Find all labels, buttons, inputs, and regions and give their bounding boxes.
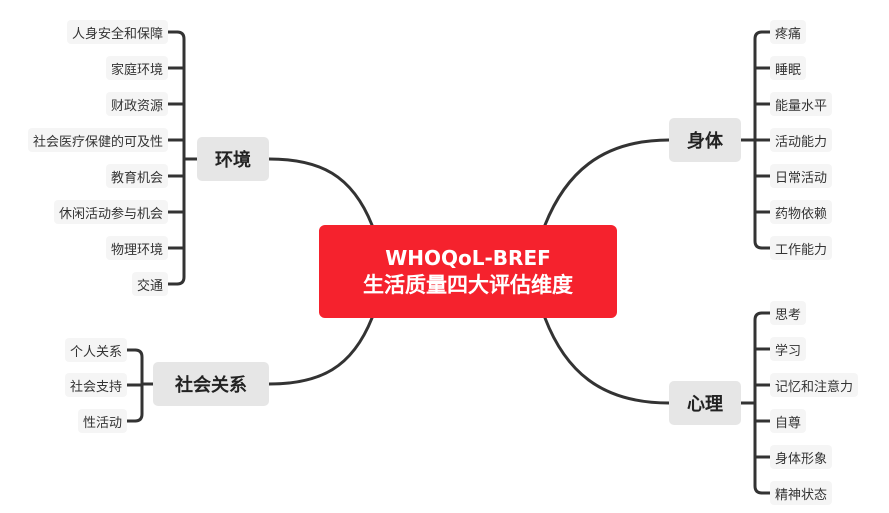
leaf-physical[interactable]: 药物依赖 (770, 200, 833, 224)
leaf-physical[interactable]: 能量水平 (770, 92, 833, 116)
leaf-social-relations[interactable]: 社会支持 (64, 373, 127, 397)
leaf-physical[interactable]: 睡眠 (770, 56, 807, 80)
connector-environment-bracket (175, 30, 186, 286)
central-topic-title: WHOQoL-BREF (385, 245, 551, 270)
leaf-environment[interactable]: 家庭环境 (105, 56, 168, 80)
leaf-environment[interactable]: 教育机会 (105, 164, 168, 188)
leaf-physical[interactable]: 活动能力 (770, 128, 833, 152)
leaf-environment[interactable]: 财政资源 (105, 92, 168, 116)
branch-environment[interactable]: 环境 (197, 137, 269, 181)
leaf-environment[interactable]: 休闲活动参与机会 (53, 200, 168, 224)
connector-center-environment (267, 157, 374, 227)
leaf-psychological[interactable]: 自尊 (770, 409, 807, 433)
connector-center-psychological (543, 316, 671, 405)
leaf-physical[interactable]: 疼痛 (770, 20, 807, 44)
central-topic[interactable]: WHOQoL-BREF 生活质量四大评估维度 (319, 225, 617, 318)
leaf-psychological[interactable]: 身体形象 (770, 445, 833, 469)
leaf-environment[interactable]: 人身安全和保障 (66, 20, 168, 44)
leaf-social-relations[interactable]: 个人关系 (64, 338, 127, 362)
leaf-psychological[interactable]: 精神状态 (770, 481, 833, 505)
leaf-environment[interactable]: 社会医疗保健的可及性 (27, 128, 168, 152)
branch-social-relations[interactable]: 社会关系 (153, 362, 269, 406)
connector-psychological-bracket (753, 311, 764, 495)
leaf-psychological[interactable]: 学习 (770, 337, 807, 361)
leaf-physical[interactable]: 日常活动 (770, 164, 833, 188)
leaf-physical[interactable]: 工作能力 (770, 236, 833, 260)
branch-physical[interactable]: 身体 (669, 118, 741, 162)
leaf-social-relations[interactable]: 性活动 (77, 409, 127, 433)
branch-psychological[interactable]: 心理 (669, 381, 741, 425)
leaf-environment[interactable]: 交通 (131, 272, 168, 296)
leaf-psychological[interactable]: 记忆和注意力 (770, 373, 859, 397)
connector-center-social (267, 316, 374, 386)
connector-center-physical (543, 138, 671, 227)
leaf-psychological[interactable]: 思考 (770, 301, 807, 325)
central-topic-subtitle: 生活质量四大评估维度 (363, 272, 573, 297)
leaf-environment[interactable]: 物理环境 (105, 236, 168, 260)
